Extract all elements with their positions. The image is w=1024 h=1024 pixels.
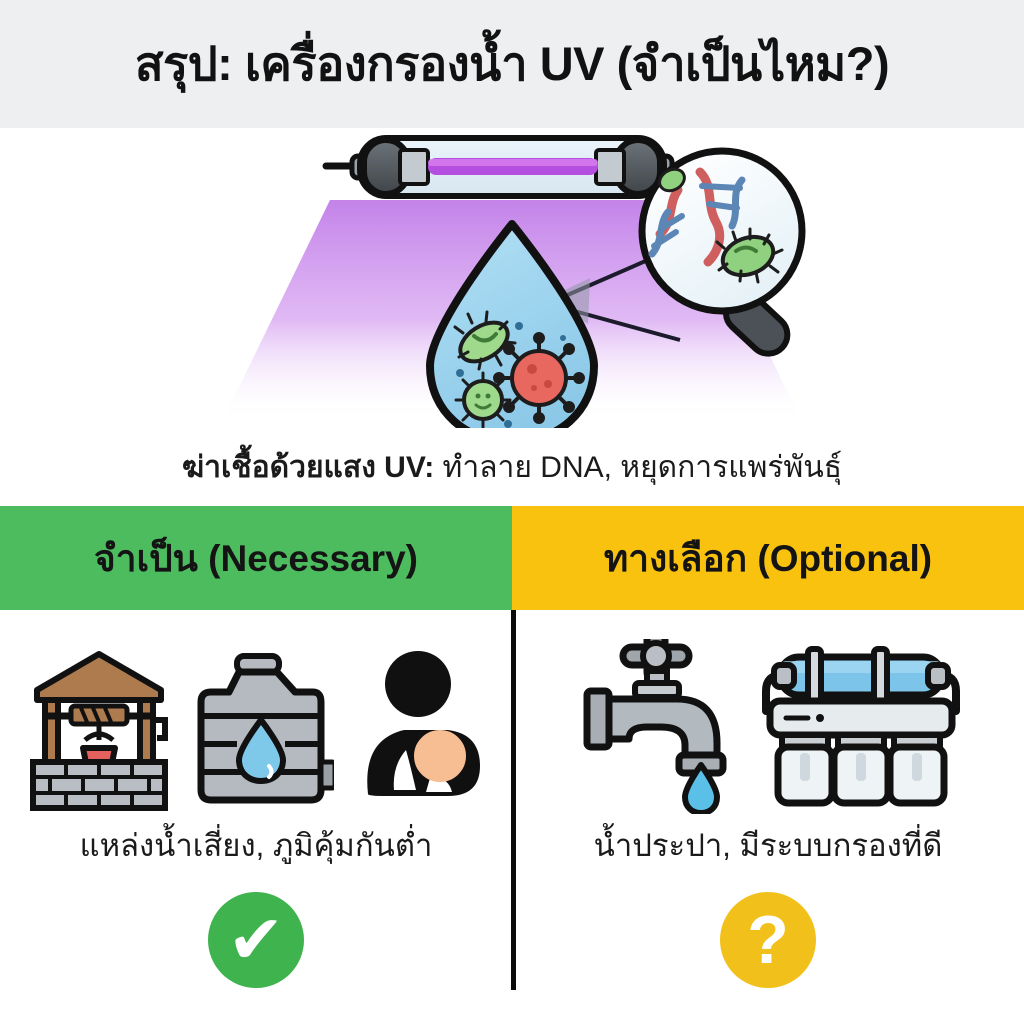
optional-icon-row — [571, 634, 966, 814]
question-mark: ? — [747, 902, 789, 978]
magnifying-glass-dna-icon — [548, 147, 806, 357]
header-bar-necessary: จำเป็น (Necessary) — [0, 506, 512, 610]
optional-caption: น้ำประปา, มีระบบกรองที่ดี — [593, 828, 943, 863]
header-label-necessary: จำเป็น (Necessary) — [94, 537, 418, 579]
page-title: สรุป: เครื่องกรองน้ำ UV (จำเป็นไหม?) — [134, 37, 890, 91]
hero-caption: ฆ่าเชื้อด้วยแสง UV: ทำลาย DNA, หยุดการแพ… — [0, 428, 1024, 506]
necessary-caption: แหล่งน้ำเสี่ยง, ภูมิคุ้มกันต่ำ — [79, 828, 433, 863]
column-optional: น้ำประปา, มีระบบกรองที่ดี ? — [512, 610, 1024, 1024]
hero-caption-lead: ฆ่าเชื้อด้วยแสง UV: — [181, 450, 435, 484]
comparison-columns: แหล่งน้ำเสี่ยง, ภูมิคุ้มกันต่ำ ✔ — [0, 610, 1024, 1024]
ro-filter-system-icon — [761, 646, 960, 807]
germ-virus-red — [493, 332, 585, 424]
uv-lamp-tube-icon — [322, 135, 702, 199]
water-droplet-icon — [426, 220, 598, 428]
hero-svg — [224, 135, 806, 428]
germ-small-green — [454, 371, 512, 428]
hero-caption-rest: ทำลาย DNA, หยุดการแพร่พันธุ์ — [434, 450, 843, 484]
check-circle-icon: ✔ — [208, 892, 304, 988]
header-bar-optional: ทางเลือก (Optional) — [512, 506, 1024, 610]
mother-and-baby-icon — [366, 651, 480, 796]
necessary-icon-row — [19, 634, 494, 814]
faucet-tap-icon — [583, 639, 726, 814]
hero-caption-line: ฆ่าเชื้อด้วยแสง UV: ทำลาย DNA, หยุดการแพ… — [182, 444, 842, 491]
hero-illustration — [0, 128, 1024, 428]
question-circle-icon: ? — [720, 892, 816, 988]
comparison-section: จำเป็น (Necessary) ทางเลือก (Optional) — [0, 506, 1024, 1024]
water-well-icon — [29, 651, 168, 811]
title-band: สรุป: เครื่องกรองน้ำ UV (จำเป็นไหม?) — [0, 0, 1024, 128]
water-storage-tank-icon — [197, 653, 334, 804]
germ-bacterium-green — [453, 310, 517, 371]
header-label-optional: ทางเลือก (Optional) — [603, 537, 933, 579]
column-divider — [511, 610, 516, 990]
check-mark: ✔ — [227, 902, 285, 978]
comparison-headers: จำเป็น (Necessary) ทางเลือก (Optional) — [0, 506, 1024, 610]
column-necessary: แหล่งน้ำเสี่ยง, ภูมิคุ้มกันต่ำ ✔ — [0, 610, 512, 1024]
